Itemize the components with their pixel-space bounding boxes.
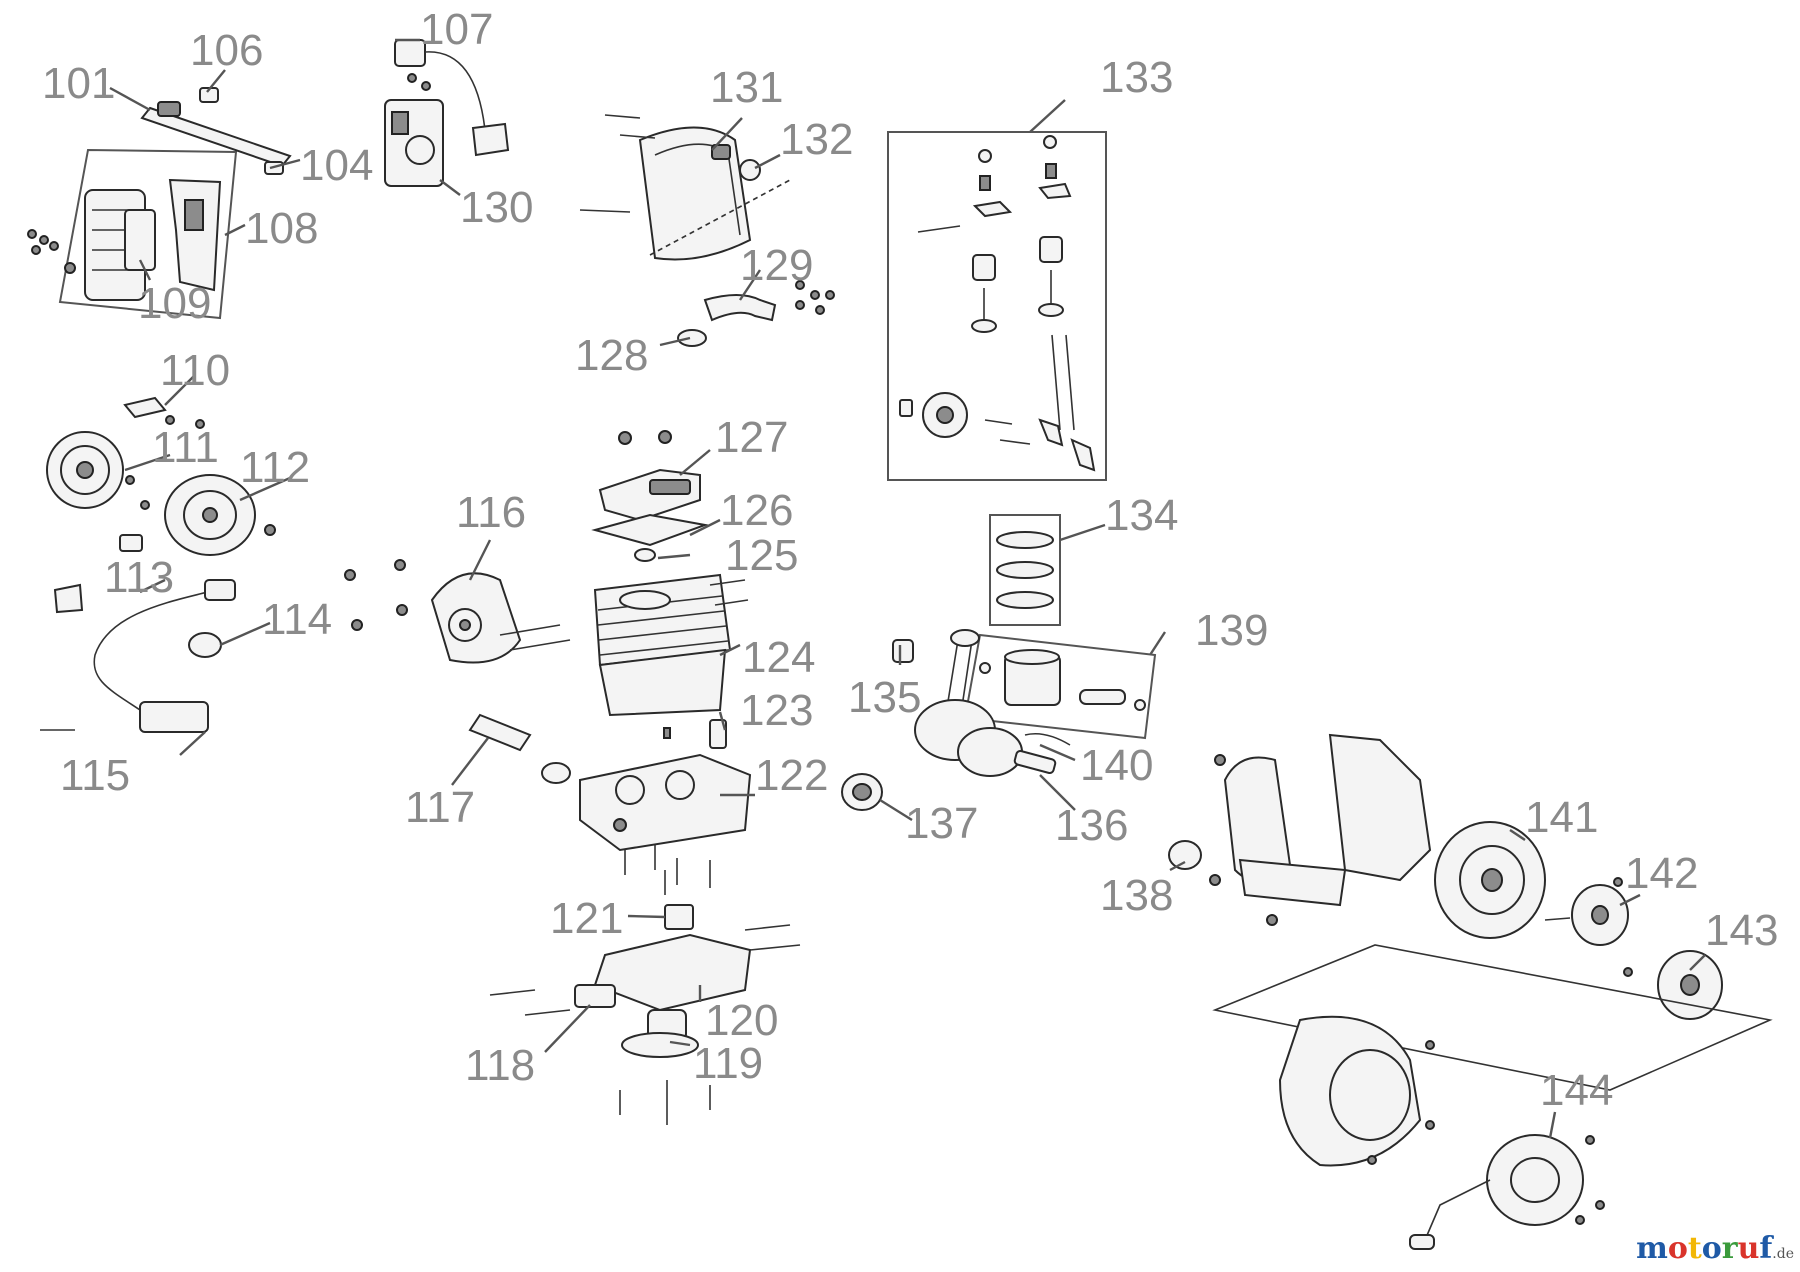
label-133: 133 (1100, 53, 1173, 102)
oil-sump (489, 845, 801, 1125)
flywheel-fan (1434, 821, 1546, 939)
label-139: 139 (1195, 606, 1268, 655)
label-132: 132 (780, 115, 853, 164)
crankcase-side-cover (344, 559, 571, 664)
rocker-cover (579, 114, 791, 261)
label-122: 122 (755, 751, 828, 800)
cylinder (593, 573, 749, 749)
piston-kit (963, 633, 1157, 740)
label-137: 137 (905, 799, 978, 848)
label-135: 135 (848, 673, 921, 722)
label-120: 120 (705, 996, 778, 1045)
oil-seal (841, 773, 883, 811)
label-115: 115 (60, 751, 130, 800)
label-126: 126 (720, 486, 793, 535)
gasket-plate (140, 87, 292, 175)
label-125: 125 (725, 531, 798, 580)
label-131: 131 (710, 63, 783, 112)
leader-lines (109, 38, 1706, 1139)
ignition-assembly (40, 396, 276, 733)
label-128: 128 (575, 331, 648, 380)
cylinder-head-cover (591, 430, 709, 562)
watermark-letter: m (1636, 1231, 1668, 1266)
label-127: 127 (715, 413, 788, 462)
label-134: 134 (1105, 491, 1178, 540)
fan-housing (1168, 733, 1432, 926)
starter-cup (1544, 877, 1723, 1020)
label-140: 140 (1080, 741, 1153, 790)
label-112: 112 (240, 443, 310, 492)
label-116: 116 (456, 488, 526, 537)
label-144: 144 (1540, 1066, 1613, 1115)
watermark-letter: r (1721, 1231, 1738, 1266)
carburetor (384, 39, 510, 187)
label-110: 110 (160, 346, 230, 395)
label-108: 108 (245, 204, 318, 253)
watermark-letter: o (1667, 1231, 1688, 1266)
watermark-name: motoruf (1636, 1231, 1772, 1266)
exhaust-pipe (677, 280, 835, 347)
watermark-tld: .de (1772, 1246, 1794, 1262)
label-142: 142 (1625, 849, 1698, 898)
crankcase (468, 713, 752, 852)
part-labels: 101 106 107 104 108 109 130 131 132 129 … (42, 5, 1778, 1115)
label-121: 121 (550, 894, 623, 943)
label-143: 143 (1705, 906, 1778, 955)
watermark-letter: u (1737, 1231, 1760, 1266)
recoil-starter-housing (1212, 944, 1773, 1250)
label-101: 101 (42, 59, 115, 108)
label-129: 129 (740, 241, 813, 290)
label-114: 114 (262, 595, 332, 644)
label-123: 123 (740, 686, 813, 735)
label-104: 104 (300, 141, 373, 190)
watermark-letter: t (1687, 1231, 1702, 1266)
label-138: 138 (1100, 871, 1173, 920)
label-117: 117 (405, 783, 475, 832)
label-113: 113 (104, 553, 174, 602)
motoruf-logo: motoruf.de (1636, 1231, 1794, 1266)
label-119: 119 (693, 1039, 763, 1088)
label-141: 141 (1525, 793, 1598, 842)
label-106: 106 (190, 26, 263, 75)
air-filter-assembly (27, 148, 238, 320)
label-130: 130 (460, 183, 533, 232)
piston-rings (989, 514, 1061, 626)
label-109: 109 (138, 279, 211, 328)
label-136: 136 (1055, 801, 1128, 850)
label-124: 124 (742, 633, 815, 682)
valve-train-kit (887, 131, 1107, 481)
crankshaft (892, 629, 1071, 777)
label-107: 107 (420, 5, 493, 54)
watermark-letter: f (1759, 1231, 1773, 1266)
label-118: 118 (465, 1041, 535, 1090)
label-111: 111 (152, 423, 219, 472)
watermark-letter: o (1701, 1231, 1722, 1266)
